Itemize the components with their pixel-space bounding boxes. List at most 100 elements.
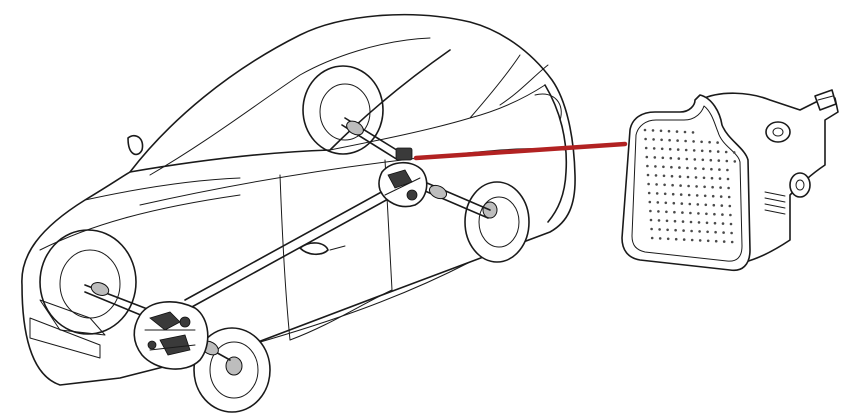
cover-dot [710, 176, 714, 180]
cover-dot [656, 201, 660, 204]
cover-dot [706, 239, 710, 243]
cover-dot [704, 203, 708, 207]
cover-dot [671, 192, 675, 196]
cover-dot [727, 195, 731, 199]
cover-dot [718, 168, 721, 171]
cover-dot [726, 177, 730, 181]
cover-dot [675, 130, 679, 133]
cover-dot [662, 174, 666, 178]
cover-dot [687, 184, 690, 188]
cover-dot [653, 156, 657, 159]
drivetrain [84, 117, 491, 361]
cover-dot [646, 173, 650, 177]
cover-dot [698, 230, 701, 233]
cover-dot [722, 231, 725, 234]
cover-dot [659, 129, 663, 133]
cover-dot [644, 137, 647, 141]
cover-dot [670, 174, 674, 178]
cover-dot [694, 167, 697, 170]
cover-dot [716, 150, 720, 153]
cover-dot [709, 158, 713, 162]
cover-dot [692, 140, 695, 143]
cover-dot [700, 140, 703, 144]
cover-dot [711, 194, 715, 198]
cover-dot [662, 165, 665, 169]
cover-dot [668, 147, 672, 151]
cover-dot [684, 139, 687, 143]
cover-dot [647, 191, 651, 195]
wheel-rear-left [302, 65, 384, 155]
cover-dot [684, 148, 688, 152]
cover-dot [660, 138, 663, 142]
cover-dot [729, 213, 732, 217]
cover-dot [698, 239, 702, 242]
cover-dot [682, 229, 685, 232]
cover-dot [652, 138, 655, 141]
cover-dot [695, 185, 698, 188]
cover-dot [665, 219, 669, 223]
cover-dot [650, 236, 654, 240]
cover-dot [706, 230, 709, 234]
cover-dot [648, 200, 652, 204]
cover-dot [702, 176, 706, 180]
cover-dot [680, 202, 684, 205]
cover-dot [714, 239, 718, 243]
cover-dot [722, 240, 726, 243]
cover-dot [711, 185, 714, 189]
cover-dot [690, 238, 694, 242]
cover-dot [654, 174, 658, 177]
cover-dot [676, 148, 680, 151]
cover-dot [664, 201, 668, 205]
cover-dot [657, 219, 661, 222]
cover-dot [705, 212, 708, 216]
cover-dot [661, 156, 665, 160]
cover-dot [663, 192, 667, 196]
cover-dot [644, 146, 648, 150]
cover-dot [694, 176, 698, 179]
cover-dot [686, 166, 689, 170]
cover-dot [732, 151, 736, 154]
cover-dot [658, 237, 662, 240]
cover-dot [703, 194, 707, 198]
cover-dot [657, 210, 660, 213]
rear-differential [378, 161, 428, 208]
cover-dot [681, 220, 685, 223]
cover-dot [693, 158, 697, 161]
control-module-detail [621, 89, 839, 272]
cover-dot [673, 219, 677, 223]
cover-dot [669, 156, 673, 160]
cover-dot [710, 167, 713, 171]
cover-dot [718, 177, 722, 180]
cover-dot [697, 221, 701, 224]
cover-dot [702, 167, 705, 171]
cover-dot [712, 203, 716, 207]
cover-dot [655, 183, 658, 186]
cover-dot [713, 212, 716, 216]
cover-dot [721, 222, 725, 225]
cover-dot [643, 128, 647, 132]
cover-dot [666, 237, 670, 241]
cover-dot [728, 204, 732, 208]
cover-dot [716, 141, 719, 144]
cover-dot [689, 211, 692, 215]
engine-gearbox [133, 301, 209, 370]
cover-dot [705, 221, 709, 225]
cover-dot [652, 147, 656, 150]
cover-dot [677, 157, 681, 160]
cover-dot [668, 138, 671, 142]
cover-dot [733, 160, 737, 163]
cover-dot [672, 201, 676, 205]
cover-dot [700, 149, 704, 153]
cover-dot [650, 227, 653, 231]
cover-dot [730, 240, 734, 244]
cover-dot [701, 158, 705, 162]
cover-dot [721, 213, 724, 216]
cover-dot [727, 186, 730, 190]
cover-dot [670, 165, 673, 169]
cover-dot [724, 150, 728, 154]
cover-dot [691, 131, 695, 134]
cover-dot [683, 130, 687, 134]
cover-dot [719, 186, 722, 189]
